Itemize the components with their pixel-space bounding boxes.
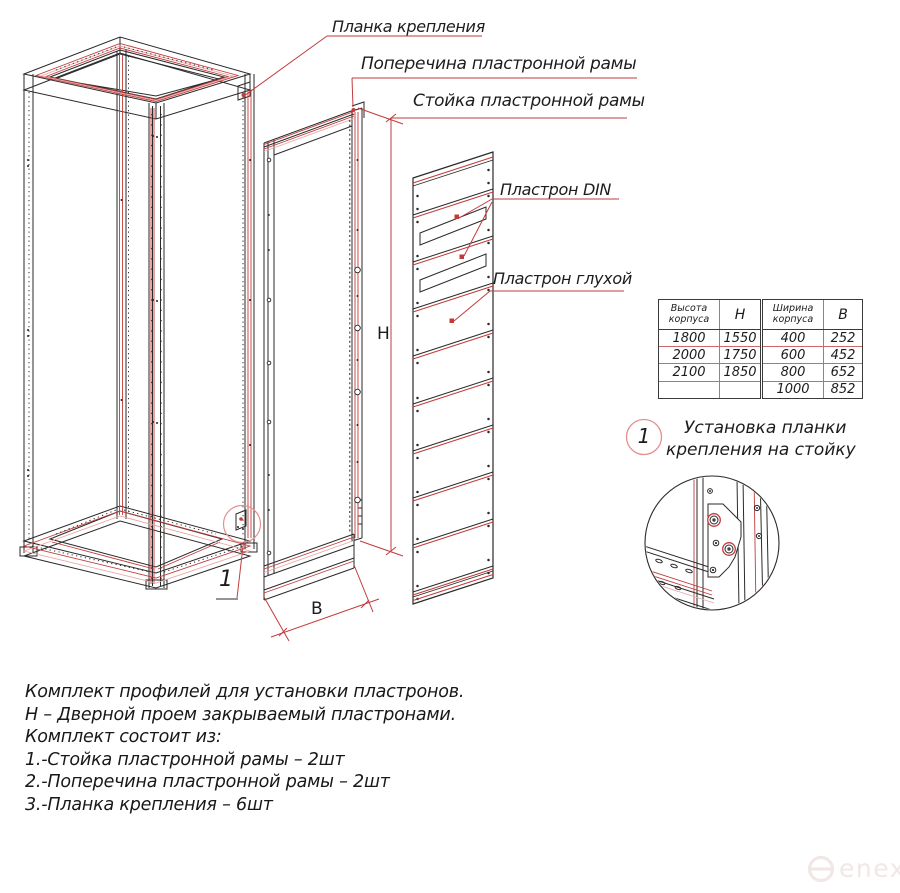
label-planka-krepleniya: Планка крепления	[332, 17, 485, 36]
label-stoyka: Стойка пластронной рамы	[413, 91, 645, 111]
width-col1-header: Ширина корпуса	[763, 300, 824, 329]
note-line: Комплект состоит из:	[25, 727, 222, 748]
notes-block: Комплект профилей для установки пластрон…	[25, 681, 464, 817]
detail-view-drawing	[644, 475, 780, 611]
enex-logo-text: enex	[839, 854, 900, 883]
plastron-frame-holes	[266, 157, 361, 556]
note-line: Н – Дверной проем закрываемый пластронам…	[25, 704, 456, 725]
detail-marker-circle	[216, 504, 262, 600]
note-line: 3.-Планка крепления – 6шт	[25, 794, 273, 815]
rack-screw-dots	[27, 135, 251, 477]
label-plastron-gluhoy: Пластрон глухой	[493, 269, 632, 288]
note-line: 2.-Поперечина пластронной рамы – 2шт	[25, 772, 390, 793]
callout-circle	[625, 418, 663, 456]
washer-2	[722, 542, 736, 556]
plastron-frame-dots	[268, 159, 359, 511]
leader-markers	[449, 214, 464, 323]
dimension-h-letter: H	[377, 324, 390, 344]
rack-left-post	[23, 74, 34, 553]
label-underlines	[327, 35, 637, 292]
plastron-panel-drawing	[412, 151, 494, 605]
plastron-frame-accents	[263, 108, 359, 594]
table-row	[659, 381, 760, 398]
dimension-b-line	[270, 598, 380, 638]
rack-perforations	[28, 46, 245, 582]
note-line: 1.-Стойка пластронной рамы – 2шт	[25, 749, 345, 770]
dimension-b-letter: B	[311, 599, 323, 619]
panel-strips	[412, 156, 494, 601]
callout-number: 1	[637, 424, 651, 448]
width-col2-header: B	[838, 306, 848, 323]
rack-bottom-rim	[22, 505, 252, 589]
rack-pink-accents	[22, 45, 252, 584]
rack-back-post	[116, 49, 127, 519]
rack-front-post	[148, 103, 165, 588]
detail-view-circle	[644, 475, 780, 611]
washer-1	[707, 513, 721, 527]
rack-corner-bracket	[237, 81, 251, 101]
enex-logo-icon	[807, 855, 835, 883]
note-line: Комплект профилей для установки пластрон…	[25, 682, 465, 702]
height-table-header: Высота корпуса H	[659, 300, 760, 330]
callout-title-line2: крепления на стойку	[666, 440, 856, 460]
callout-title-line1: Установка планки	[684, 418, 847, 438]
plastron-frame-drawing	[263, 101, 365, 601]
height-col2-header: H	[734, 306, 746, 323]
leader-lines	[243, 35, 493, 322]
rack-frame-drawing	[19, 36, 258, 590]
rack-right-post	[244, 74, 255, 549]
label-plastron-din: Пластрон DIN	[500, 180, 612, 199]
detail-reference-number: 1	[219, 567, 233, 592]
detail-screws	[707, 488, 763, 574]
rack-red-accents	[22, 43, 252, 584]
dimension-lines	[243, 35, 637, 642]
height-col1-header: Высота корпуса	[659, 300, 720, 329]
label-poperechina: Поперечина пластронной рамы	[361, 54, 637, 74]
width-table-header: Ширина корпуса B	[763, 300, 862, 330]
